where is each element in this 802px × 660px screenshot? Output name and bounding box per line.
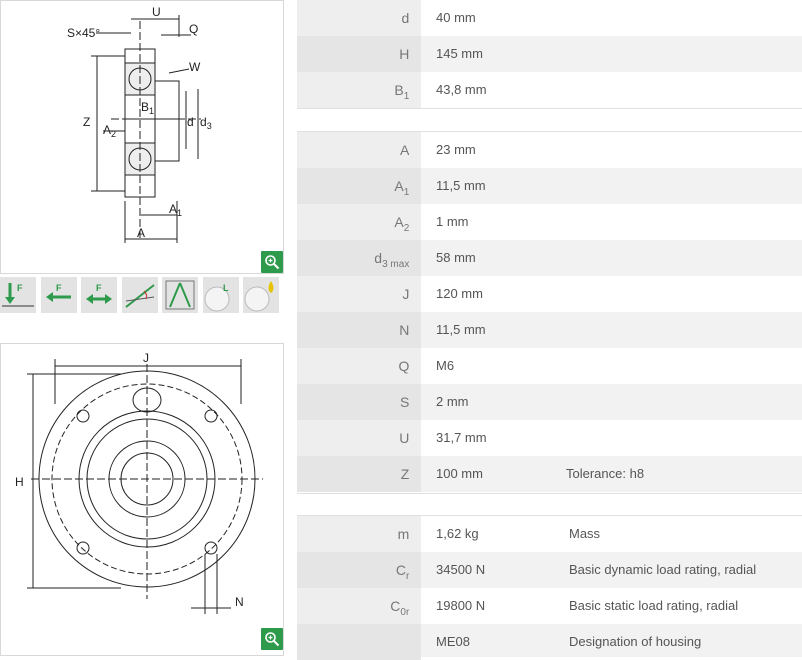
section-load-ratings: m 1,62 kg Mass Cr 34500 N Basic dynamic … bbox=[297, 515, 802, 660]
row-label: Q bbox=[297, 348, 421, 384]
row-label: N bbox=[297, 312, 421, 348]
zoom-button-bottom[interactable] bbox=[261, 628, 283, 650]
table-row: B1 43,8 mm bbox=[297, 72, 802, 108]
table-row: C0r 19800 N Basic static load rating, ra… bbox=[297, 588, 802, 624]
row-label: H bbox=[297, 36, 421, 72]
table-row: S 2 mm bbox=[297, 384, 802, 420]
row-value: 120 mm bbox=[436, 286, 483, 301]
row-label: m bbox=[297, 516, 421, 552]
zoom-button-top[interactable] bbox=[261, 251, 283, 273]
row-tolerance: Tolerance: h8 bbox=[566, 466, 645, 481]
row-description: Mass bbox=[569, 526, 601, 541]
row-value: 1 mm bbox=[436, 214, 469, 229]
dim-n: N bbox=[235, 595, 244, 609]
section-main-dimensions: d 40 mm H 145 mm B1 43,8 mm bbox=[297, 0, 802, 109]
dim-w: W bbox=[189, 60, 201, 74]
lubrication-icon[interactable] bbox=[243, 277, 279, 313]
dim-d: d bbox=[187, 115, 194, 129]
dim-b1: B1 bbox=[141, 100, 154, 116]
angular-contact-icon[interactable] bbox=[162, 277, 198, 313]
row-value: M6 bbox=[436, 358, 455, 373]
cross-section-drawing: U S×45° Q W Z B1 A2 d d3 A1 A bbox=[0, 0, 284, 274]
table-row: ME08 Designation of housing bbox=[297, 624, 802, 660]
bearing-feature-icons: F F F L bbox=[0, 277, 284, 313]
dim-z: Z bbox=[83, 115, 90, 129]
dim-u: U bbox=[152, 5, 161, 19]
magnifier-plus-icon bbox=[265, 255, 280, 270]
table-row: A 23 mm bbox=[297, 132, 802, 168]
row-label: A2 bbox=[297, 204, 421, 240]
svg-text:F: F bbox=[56, 283, 62, 293]
row-label: d bbox=[297, 0, 421, 36]
row-value: 31,7 mm bbox=[436, 430, 487, 445]
row-value: 19800 N bbox=[436, 598, 486, 613]
row-label bbox=[297, 624, 421, 660]
table-row: H 145 mm bbox=[297, 36, 802, 72]
row-value: ME08 bbox=[436, 634, 470, 649]
row-value: 1,62 kg bbox=[436, 526, 479, 541]
svg-text:F: F bbox=[96, 283, 102, 293]
row-label: S bbox=[297, 384, 421, 420]
dim-q: Q bbox=[189, 22, 198, 36]
row-value: 11,5 mm bbox=[436, 322, 486, 337]
row-value: 58 mm bbox=[436, 250, 476, 265]
table-row: U 31,7 mm bbox=[297, 420, 802, 456]
row-value: 43,8 mm bbox=[436, 82, 487, 97]
svg-text:L: L bbox=[223, 283, 229, 293]
table-row: A2 1 mm bbox=[297, 204, 802, 240]
axial-load-left-icon[interactable]: F bbox=[41, 277, 77, 313]
row-label: B1 bbox=[297, 72, 421, 108]
row-label: U bbox=[297, 420, 421, 456]
front-view-drawing: J H N bbox=[0, 343, 284, 656]
table-row: m 1,62 kg Mass bbox=[297, 516, 802, 552]
table-row: Z 100 mm Tolerance: h8 bbox=[297, 456, 802, 492]
table-row: d 40 mm bbox=[297, 0, 802, 36]
table-row: J 120 mm bbox=[297, 276, 802, 312]
row-label: Cr bbox=[297, 552, 421, 588]
table-row: Cr 34500 N Basic dynamic load rating, ra… bbox=[297, 552, 802, 588]
dim-a1: A1 bbox=[169, 202, 182, 218]
row-label: d3 max bbox=[297, 240, 421, 276]
table-row: N 11,5 mm bbox=[297, 312, 802, 348]
front-view-svg: J H N bbox=[15, 351, 263, 614]
dim-j: J bbox=[143, 351, 149, 365]
row-description: Basic dynamic load rating, radial bbox=[569, 562, 757, 577]
row-value: 34500 N bbox=[436, 562, 486, 577]
radial-load-icon[interactable]: F bbox=[0, 277, 36, 313]
table-row: Q M6 bbox=[297, 348, 802, 384]
life-rating-icon[interactable]: L bbox=[203, 277, 239, 313]
row-label: A1 bbox=[297, 168, 421, 204]
row-description: Designation of housing bbox=[569, 634, 702, 649]
magnifier-plus-icon bbox=[265, 632, 280, 647]
section-mounting-dimensions: A 23 mm A1 11,5 mm A2 1 mm d3 max 58 mm … bbox=[297, 131, 802, 494]
cross-section-svg: U S×45° Q W Z B1 A2 d d3 A1 A bbox=[67, 5, 212, 243]
svg-text:F: F bbox=[17, 283, 23, 293]
row-value: 100 mm bbox=[436, 466, 483, 481]
axial-load-both-icon[interactable]: F bbox=[81, 277, 117, 313]
dim-a2: A2 bbox=[103, 123, 116, 139]
dim-s45: S×45° bbox=[67, 26, 100, 40]
row-label: C0r bbox=[297, 588, 421, 624]
row-value: 2 mm bbox=[436, 394, 469, 409]
row-description: Basic static load rating, radial bbox=[569, 598, 739, 613]
dim-h: H bbox=[15, 475, 24, 489]
misalignment-icon[interactable] bbox=[122, 277, 158, 313]
dim-a: A bbox=[137, 226, 145, 240]
row-label: A bbox=[297, 132, 421, 168]
table-row: d3 max 58 mm bbox=[297, 240, 802, 276]
row-label: J bbox=[297, 276, 421, 312]
dim-d3: d3 bbox=[200, 115, 212, 131]
table-row: A1 11,5 mm bbox=[297, 168, 802, 204]
row-value: 23 mm bbox=[436, 142, 476, 157]
row-value: 145 mm bbox=[436, 46, 483, 61]
row-value: 11,5 mm bbox=[436, 178, 486, 193]
row-label: Z bbox=[297, 456, 421, 492]
row-value: 40 mm bbox=[436, 10, 476, 25]
